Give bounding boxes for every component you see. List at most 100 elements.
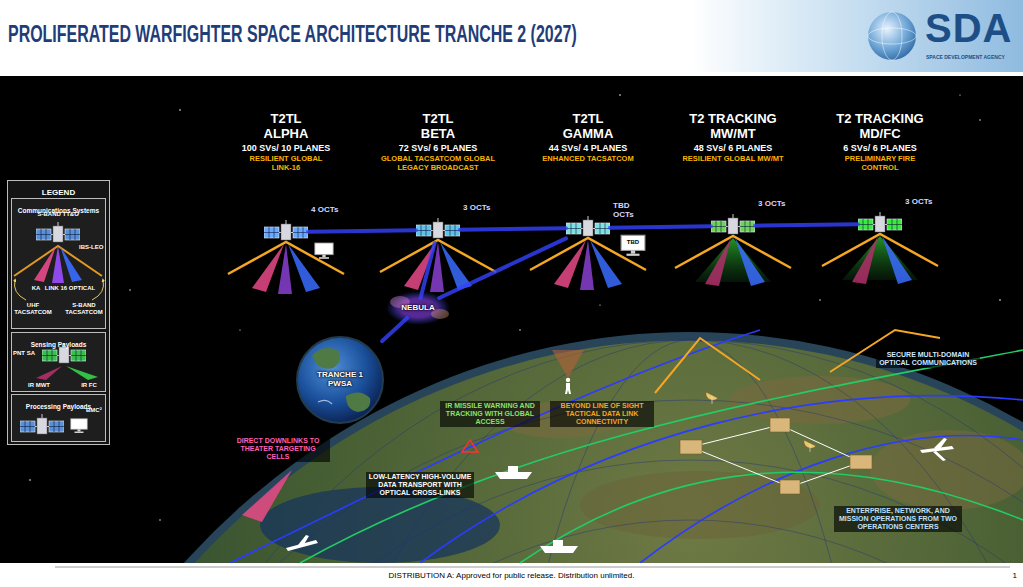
earth [260, 487, 500, 563]
optical-crosslink [382, 318, 407, 341]
monitor-text: TBD [621, 239, 645, 246]
capability-note: SECURE MULTI-DOMAIN OPTICAL COMMUNICATIO… [876, 350, 980, 368]
legend-swatch [66, 366, 98, 380]
logo-globe [868, 12, 916, 60]
ship-icon [508, 466, 518, 472]
satellite-icon [858, 212, 902, 232]
mission-text: ENHANCED TACSATCOM [533, 155, 643, 164]
earth [0, 332, 1023, 563]
legend-text: IR MWT [22, 382, 56, 389]
oct-count: 4 OCTs [311, 206, 338, 215]
stars [519, 329, 520, 330]
stars [959, 94, 960, 95]
satellite-icon [566, 216, 610, 236]
tracking-beam [852, 236, 878, 284]
tranche1-globe-picture [312, 348, 340, 369]
satellite-icon [264, 212, 902, 240]
stars [819, 299, 820, 300]
panel-heading: Processing Payloads [26, 402, 91, 410]
constellation-header: T2 TRACKING MW/MT48 SVs/ 6 PLANESRESILIE… [658, 112, 808, 164]
satellite-icon [416, 218, 460, 238]
legend-satellite [20, 414, 64, 434]
optical-crosslink [439, 238, 566, 298]
constellation-name: T2TL ALPHA [255, 112, 317, 141]
constellation-header: T2 TRACKING MD/FC6 SVs/ 6 PLANESPRELIMIN… [805, 112, 955, 173]
comms-beam [228, 238, 646, 294]
stars [979, 119, 980, 120]
satellite-count: 72 SVs/ 6 PLANES [363, 143, 513, 153]
logo-banner [690, 0, 1023, 72]
comms-beam [580, 240, 594, 290]
soldier-icon [566, 378, 570, 382]
constellation-name: T2TL GAMMA [552, 112, 624, 141]
tracking-beam [705, 238, 731, 286]
dish-antenna [712, 396, 713, 404]
monitor-icon [315, 235, 645, 259]
satellite-icon [711, 214, 755, 234]
orbit-track [230, 330, 1023, 563]
stars [159, 519, 160, 520]
optical-crosslink [460, 228, 566, 229]
mission-text: RESILIENT GLOBAL MW/MT [677, 155, 789, 164]
legend-text: OPTICAL [66, 285, 98, 292]
crosslinks [308, 224, 858, 341]
stars [29, 479, 31, 481]
legend-ground [7, 180, 110, 445]
legend-text: IBS-LEO [79, 244, 106, 251]
missile-marker [462, 440, 478, 452]
legend-swatch [34, 246, 56, 282]
page-number: 1 [995, 571, 1017, 580]
constellation-node: T2TL BETA72 SVs/ 6 PLANESGLOBAL TACSATCO… [416, 217, 460, 243]
earth [580, 471, 820, 539]
oct-count: 3 OCTs [905, 198, 932, 207]
legend-ground [11, 198, 106, 329]
aircraft-icon [298, 535, 309, 546]
distribution-note: DISTRIBUTION A: Approved for public rele… [0, 571, 1023, 580]
ship-icon [495, 466, 578, 553]
dish-antenna [706, 392, 816, 452]
earth [50, 340, 1023, 563]
stars [599, 304, 600, 305]
tranche1-globe-picture [346, 392, 370, 412]
stars [619, 94, 621, 96]
logo-globe [882, 12, 902, 60]
footer-ground [0, 563, 1023, 587]
legend-swatch [36, 366, 62, 380]
tranche1-globe-picture [296, 336, 384, 424]
logo-globe [868, 28, 916, 44]
tracking-beam [675, 234, 938, 286]
soldier-icon [565, 383, 571, 394]
comms-beam [278, 244, 292, 294]
legend-text: LINK 16 [42, 285, 70, 292]
downlink-beam [242, 470, 292, 522]
earth [50, 400, 1023, 563]
oct-count: 3 OCTs [463, 204, 490, 213]
aircraft-icon [934, 438, 947, 449]
tranche1-globe-picture [296, 336, 384, 424]
panel-heading: LEGEND [42, 185, 75, 197]
logo-subtitle: SPACE DEVELOPMENT AGENCY [926, 55, 1021, 61]
aircraft-icon [933, 451, 946, 461]
capability-note: DIRECT DOWNLINKS TO THEATER TARGETING CE… [226, 436, 330, 462]
oct-count: TBD OCTs [613, 202, 637, 220]
satellite-count: 6 SVs/ 6 PLANES [805, 143, 955, 153]
soldier-icon [565, 378, 571, 394]
constellation-node: T2TL GAMMA44 SVs/ 4 PLANESENHANCED TACSA… [566, 215, 610, 241]
network-link [691, 425, 861, 487]
ship-icon [540, 546, 578, 553]
optical-crosslink [308, 230, 416, 231]
comms-beam [590, 240, 622, 288]
constellation-name: T2 TRACKING MW/MT [679, 112, 787, 141]
legend-text: KA [26, 285, 46, 292]
constellation-node: T2TL ALPHA100 SVs/ 10 PLANESRESILIENT GL… [264, 219, 308, 245]
capability-note: IR MISSILE WARNING AND TRACKING WITH GLO… [440, 401, 540, 427]
optical-crosslink [421, 243, 435, 298]
logo-globe [868, 12, 916, 60]
tranche1-globe-picture [318, 400, 332, 404]
header-ground [0, 0, 1023, 76]
ground-site [850, 455, 872, 469]
legend-satellite [36, 222, 80, 242]
